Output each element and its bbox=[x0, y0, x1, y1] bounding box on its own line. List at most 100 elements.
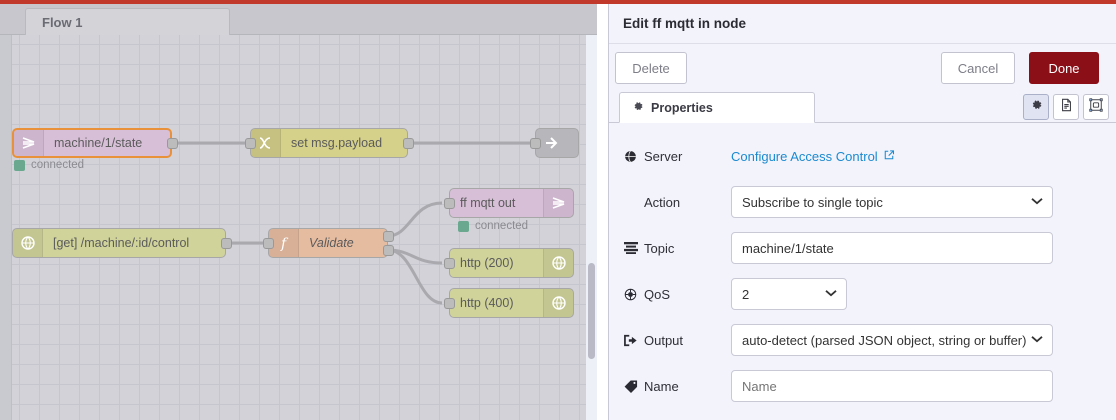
form-row-qos: QoS 2 bbox=[609, 271, 1116, 317]
mqtt-icon bbox=[14, 130, 44, 156]
qos-select-wrapper: 2 bbox=[731, 278, 847, 310]
form-row-action: Action Subscribe to single topic bbox=[609, 179, 1116, 225]
done-button[interactable]: Done bbox=[1029, 52, 1099, 84]
delete-button[interactable]: Delete bbox=[615, 52, 687, 84]
node-function-input-port[interactable] bbox=[263, 238, 274, 249]
node-mqtt-in-output-port[interactable] bbox=[167, 138, 178, 149]
node-mqtt-out-status: connected bbox=[458, 220, 528, 232]
node-mqtt-in[interactable]: machine/1/state bbox=[12, 128, 172, 158]
status-label: connected bbox=[31, 159, 85, 171]
node-http-400-label: http (400) bbox=[460, 296, 514, 310]
node-http-response-400[interactable]: http (400) bbox=[449, 288, 574, 318]
label-output-text: Output bbox=[644, 332, 684, 348]
mqtt-icon bbox=[543, 189, 573, 217]
configure-access-control-label: Configure Access Control bbox=[731, 148, 878, 164]
node-http-in-label: [get] /machine/:id/control bbox=[53, 236, 190, 250]
node-mqtt-in-label: machine/1/state bbox=[54, 136, 143, 150]
node-http-200-input-port[interactable] bbox=[444, 258, 455, 269]
gear-icon-button[interactable] bbox=[1023, 94, 1049, 120]
globe-icon bbox=[543, 289, 573, 317]
tasks-icon bbox=[623, 242, 638, 254]
label-qos-text: QoS bbox=[644, 286, 671, 302]
label-topic: Topic bbox=[623, 241, 731, 256]
external-link-icon bbox=[883, 149, 895, 164]
node-function[interactable]: f Validate bbox=[268, 228, 388, 258]
debug-icon bbox=[536, 129, 566, 157]
status-label: connected bbox=[475, 220, 529, 232]
gear-icon bbox=[1030, 98, 1043, 116]
edit-node-panel: Edit ff mqtt in node Delete Cancel Done … bbox=[608, 4, 1116, 420]
node-function-output-port-2[interactable] bbox=[383, 245, 394, 256]
node-change-output-port[interactable] bbox=[403, 138, 414, 149]
node-http-in-output-port[interactable] bbox=[221, 238, 232, 249]
node-change-label: set msg.payload bbox=[291, 136, 383, 150]
node-http-400-input-port[interactable] bbox=[444, 298, 455, 309]
node-debug-input-port[interactable] bbox=[530, 138, 541, 149]
description-icon bbox=[1060, 98, 1073, 117]
scrollbar-thumb[interactable] bbox=[588, 263, 595, 359]
flow-tab-flow-1[interactable]: Flow 1 bbox=[25, 8, 230, 36]
form-row-server: Server Configure Access Control bbox=[609, 133, 1116, 179]
output-select[interactable]: auto-detect (parsed JSON object, string … bbox=[731, 324, 1053, 356]
tab-properties[interactable]: Properties bbox=[619, 92, 815, 123]
panel-action-bar: Delete Cancel Done bbox=[609, 44, 1116, 92]
qos-select[interactable]: 2 bbox=[731, 278, 847, 310]
sign-out-icon bbox=[623, 334, 638, 347]
description-icon-button[interactable] bbox=[1053, 94, 1079, 120]
panel-tab-bar: Properties bbox=[609, 92, 1116, 123]
node-change-input-port[interactable] bbox=[245, 138, 256, 149]
cancel-button[interactable]: Cancel bbox=[941, 52, 1015, 84]
change-icon bbox=[251, 129, 281, 157]
status-dot bbox=[14, 159, 25, 171]
gear-icon bbox=[632, 100, 644, 115]
qos-select-value: 2 bbox=[742, 286, 750, 302]
node-change[interactable]: set msg.payload bbox=[250, 128, 408, 158]
label-topic-text: Topic bbox=[644, 240, 675, 256]
canvas-vertical-scrollbar[interactable] bbox=[586, 35, 597, 420]
output-select-value: auto-detect (parsed JSON object, string … bbox=[742, 332, 1027, 348]
node-http-response-200[interactable]: http (200) bbox=[449, 248, 574, 278]
globe-icon bbox=[623, 150, 638, 163]
app-header-bar bbox=[0, 0, 1116, 4]
flow-workspace: Flow 1 machine/1/ bbox=[0, 4, 597, 420]
label-output: Output bbox=[623, 333, 731, 348]
status-dot bbox=[458, 220, 469, 232]
label-action-text: Action bbox=[644, 194, 681, 210]
action-select-wrapper: Subscribe to single topic bbox=[731, 186, 1053, 218]
node-mqtt-in-status: connected bbox=[14, 159, 84, 171]
node-function-output-port-1[interactable] bbox=[383, 231, 394, 242]
appearance-icon bbox=[1089, 97, 1103, 117]
flow-tab-bar: Flow 1 bbox=[0, 4, 597, 36]
function-icon: f bbox=[269, 229, 299, 257]
label-name: Name bbox=[623, 379, 731, 394]
node-mqtt-out-label: ff mqtt out bbox=[460, 196, 516, 210]
name-input[interactable] bbox=[731, 370, 1053, 402]
topic-input[interactable] bbox=[731, 232, 1053, 264]
appearance-icon-button[interactable] bbox=[1083, 94, 1109, 120]
configure-access-control-link[interactable]: Configure Access Control bbox=[731, 149, 895, 164]
form-row-name: Name bbox=[609, 363, 1116, 409]
node-mqtt-out[interactable]: ff mqtt out bbox=[449, 188, 574, 218]
globe-icon bbox=[13, 229, 43, 257]
output-select-wrapper: auto-detect (parsed JSON object, string … bbox=[731, 324, 1053, 356]
node-http-in[interactable]: [get] /machine/:id/control bbox=[12, 228, 226, 258]
form-row-output: Output auto-detect (parsed JSON object, … bbox=[609, 317, 1116, 363]
globe-icon bbox=[543, 249, 573, 277]
flow-tab-label: Flow 1 bbox=[42, 15, 83, 30]
action-select[interactable]: Subscribe to single topic bbox=[731, 186, 1053, 218]
form-row-topic: Topic bbox=[609, 225, 1116, 271]
label-server: Server bbox=[623, 149, 731, 164]
flow-canvas[interactable]: machine/1/state connected set msg.payloa… bbox=[0, 35, 597, 420]
qos-icon bbox=[623, 288, 638, 301]
panel-icon-button-group bbox=[1023, 94, 1109, 120]
node-mqtt-out-input-port[interactable] bbox=[444, 198, 455, 209]
label-qos: QoS bbox=[623, 287, 731, 302]
label-name-text: Name bbox=[644, 378, 679, 394]
svg-text:f: f bbox=[280, 236, 289, 251]
canvas-left-gutter bbox=[0, 35, 12, 420]
node-debug[interactable] bbox=[535, 128, 579, 158]
node-function-label: Validate bbox=[309, 236, 354, 250]
tab-properties-label: Properties bbox=[651, 100, 713, 115]
panel-title: Edit ff mqtt in node bbox=[609, 4, 1116, 44]
